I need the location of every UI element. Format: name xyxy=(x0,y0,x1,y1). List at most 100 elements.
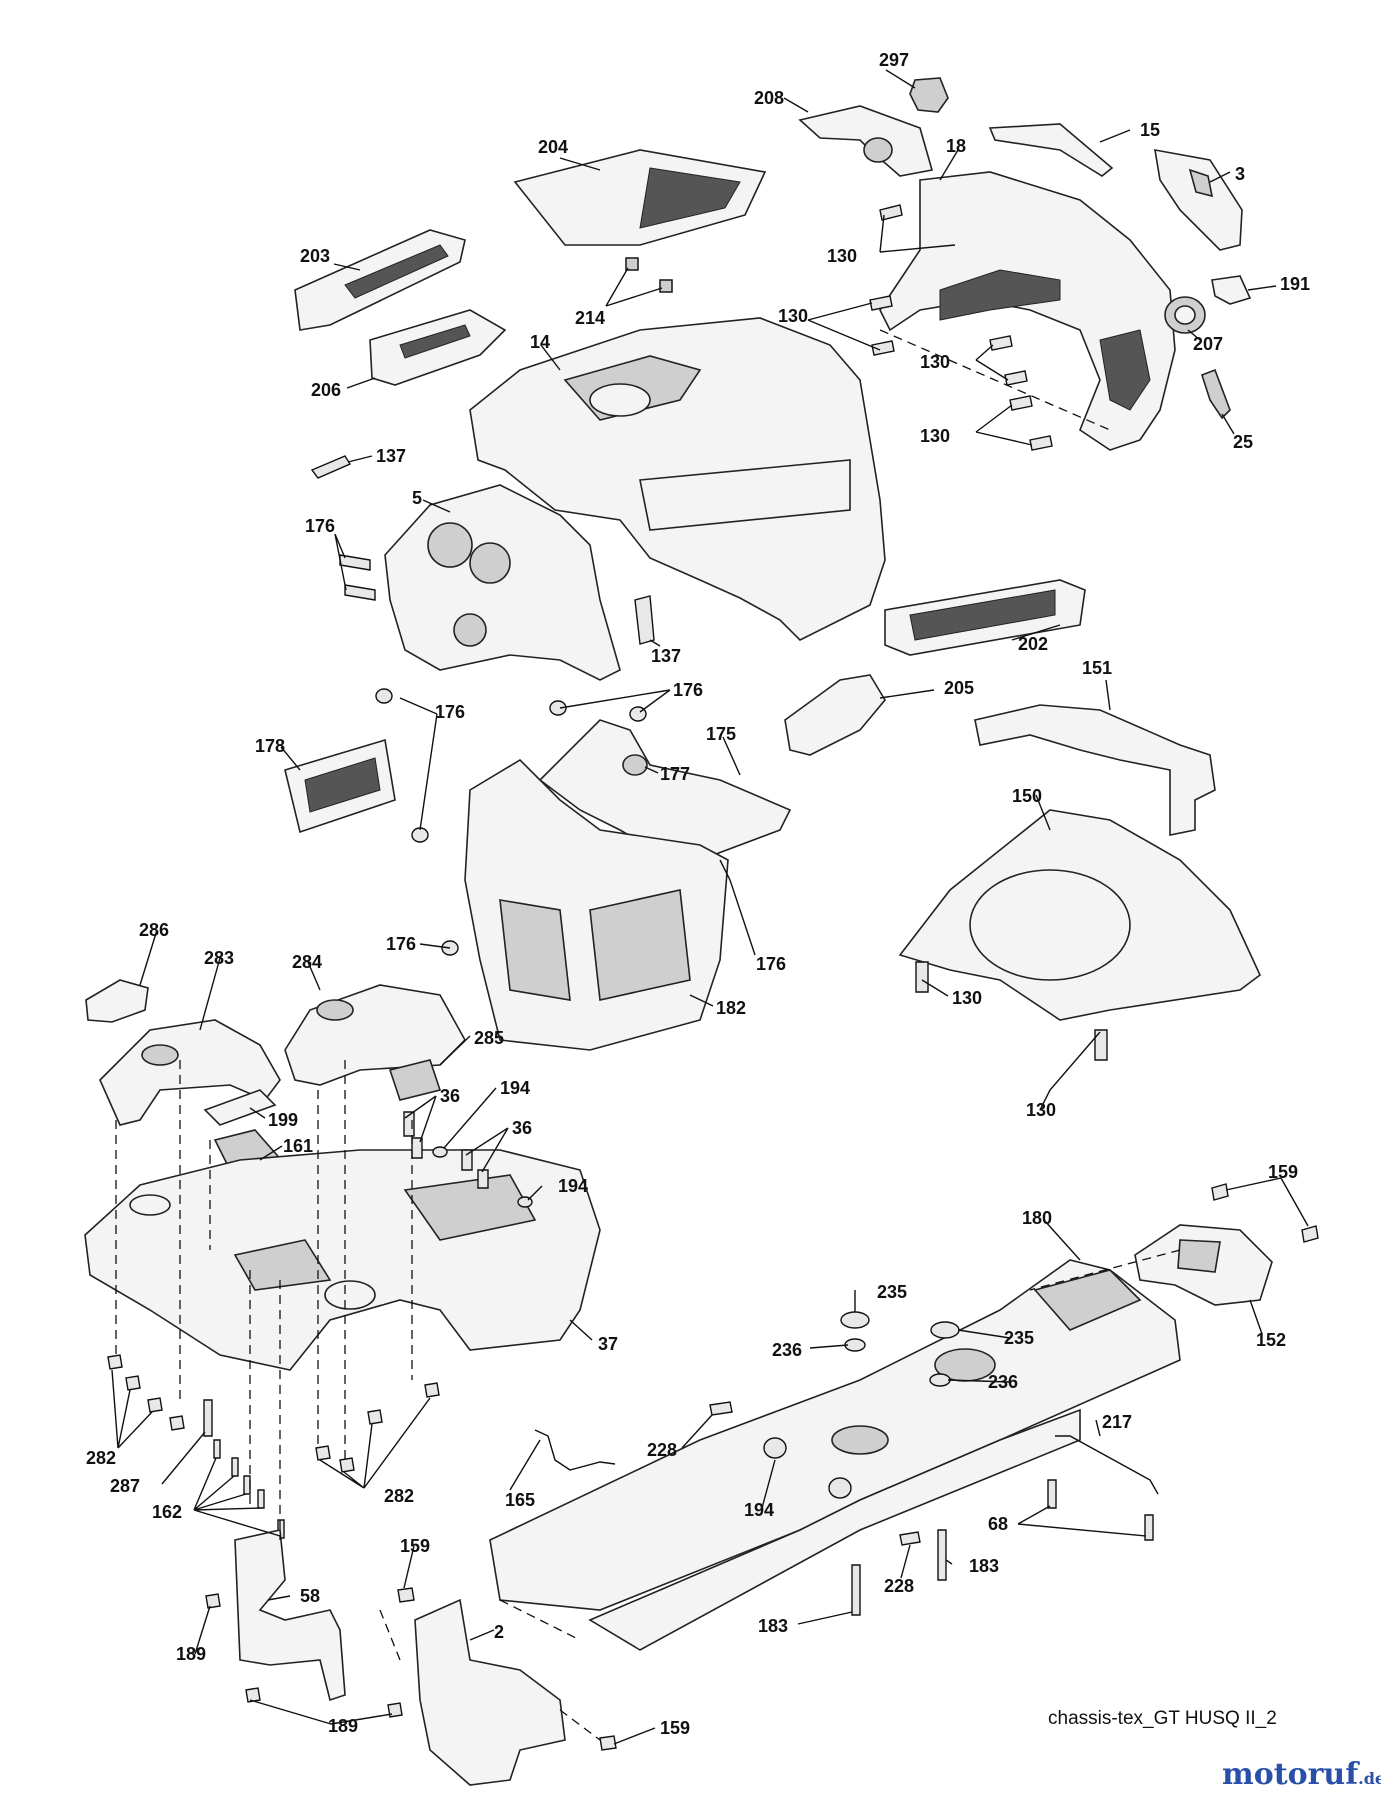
part-175-bracket xyxy=(538,719,792,861)
part-5-gauge-c xyxy=(453,613,487,647)
label-130-e: 130 xyxy=(952,988,982,1008)
label-159-a: 159 xyxy=(1268,1162,1298,1182)
part-214-clip-a xyxy=(625,257,639,271)
part-180-opening xyxy=(1033,1269,1142,1331)
label-189-b: 189 xyxy=(328,1716,358,1736)
part-151-bracket xyxy=(974,704,1216,836)
part-283-hole xyxy=(141,1044,179,1066)
label-235-b: 235 xyxy=(1004,1328,1034,1348)
part-180-frame-lower xyxy=(588,1408,1081,1651)
label-214: 214 xyxy=(575,308,605,328)
part-297-clip xyxy=(909,77,949,113)
part-194-nut-a xyxy=(432,1146,448,1158)
part-2-bracket xyxy=(414,1598,566,1786)
part-206-grille xyxy=(399,324,471,359)
part-37-opening-a xyxy=(403,1174,537,1241)
label-161: 161 xyxy=(283,1136,313,1156)
part-177-knob xyxy=(622,754,648,776)
part-204-hood xyxy=(513,149,767,246)
label-175: 175 xyxy=(706,724,736,744)
label-202: 202 xyxy=(1018,634,1048,654)
part-137a xyxy=(310,455,352,479)
part-36-bolts xyxy=(403,1111,489,1189)
label-228-b: 228 xyxy=(884,1576,914,1596)
label-2: 2 xyxy=(494,1622,504,1642)
label-3: 3 xyxy=(1235,164,1245,184)
leader-lines xyxy=(111,69,1309,1745)
part-162-screws xyxy=(213,1439,285,1539)
label-282-b: 282 xyxy=(384,1486,414,1506)
part-235-bushing-a xyxy=(840,1311,870,1329)
label-189-a: 189 xyxy=(176,1644,206,1664)
part-37-opening-b xyxy=(233,1239,332,1291)
part-287-screw xyxy=(203,1399,213,1437)
part-284-cover xyxy=(284,984,466,1086)
part-194-nut-d xyxy=(828,1477,852,1499)
label-180: 180 xyxy=(1022,1208,1052,1228)
part-182-slot xyxy=(499,899,571,1001)
label-286: 286 xyxy=(139,920,169,940)
part-180-hole-b xyxy=(831,1425,889,1455)
label-207: 207 xyxy=(1193,334,1223,354)
part-228-bolt-b xyxy=(899,1531,921,1546)
label-130-b: 130 xyxy=(778,306,808,326)
label-204: 204 xyxy=(538,137,568,157)
part-199 xyxy=(203,1089,277,1126)
part-labels: 297 208 15 204 18 3 130 203 214 130 191 … xyxy=(86,50,1310,1738)
label-183-a: 183 xyxy=(969,1556,999,1576)
part-194-nut-c xyxy=(763,1437,787,1459)
part-5-gauge-b xyxy=(469,542,511,584)
diagram-caption: chassis-tex_GT HUSQ II_2 xyxy=(1048,1708,1277,1729)
part-208-hole xyxy=(863,137,893,163)
label-228-a: 228 xyxy=(647,1440,677,1460)
motoruf-logo[interactable]: motoruf.de xyxy=(1222,1757,1381,1792)
label-297: 297 xyxy=(879,50,909,70)
label-194-c: 194 xyxy=(744,1500,774,1520)
label-183-b: 183 xyxy=(758,1616,788,1636)
label-137-b: 137 xyxy=(651,646,681,666)
part-3-panel xyxy=(1154,149,1243,251)
label-283: 283 xyxy=(204,948,234,968)
label-194-b: 194 xyxy=(558,1176,588,1196)
label-58: 58 xyxy=(300,1586,320,1606)
label-285: 285 xyxy=(474,1028,504,1048)
label-176-a: 176 xyxy=(305,516,335,536)
part-176-washer-b xyxy=(549,700,567,716)
part-217-rod xyxy=(1055,1435,1159,1495)
label-130-d: 130 xyxy=(920,426,950,446)
part-58-bracket xyxy=(234,1529,346,1702)
part-208-trim xyxy=(798,105,934,177)
label-68: 68 xyxy=(988,1514,1008,1534)
part-159-screws xyxy=(397,1183,1319,1751)
label-176-e: 176 xyxy=(756,954,786,974)
label-178: 178 xyxy=(255,736,285,756)
part-183-bolts xyxy=(851,1529,947,1616)
label-15: 15 xyxy=(1140,120,1160,140)
label-159-c: 159 xyxy=(660,1718,690,1738)
part-191 xyxy=(1211,275,1252,305)
label-176-b: 176 xyxy=(673,680,703,700)
label-199: 199 xyxy=(268,1110,298,1130)
part-284-hole xyxy=(316,999,354,1021)
label-282-a: 282 xyxy=(86,1448,116,1468)
part-18-nose xyxy=(879,171,1176,451)
label-162: 162 xyxy=(152,1502,182,1522)
label-194-a: 194 xyxy=(500,1078,530,1098)
label-205: 205 xyxy=(944,678,974,698)
part-15-strip xyxy=(988,123,1114,177)
label-177: 177 xyxy=(660,764,690,784)
label-176-c: 176 xyxy=(435,702,465,722)
label-176-d: 176 xyxy=(386,934,416,954)
dashed-assembly-lines xyxy=(115,329,1181,1741)
label-130-a: 130 xyxy=(827,246,857,266)
label-130-f: 130 xyxy=(1026,1100,1056,1120)
part-130-bolt-f xyxy=(1094,1029,1108,1061)
label-25: 25 xyxy=(1233,432,1253,452)
part-282-clips-left xyxy=(107,1354,185,1431)
label-150: 150 xyxy=(1012,786,1042,806)
label-165: 165 xyxy=(505,1490,535,1510)
part-165-rod xyxy=(534,1429,616,1471)
label-236-a: 236 xyxy=(772,1340,802,1360)
label-152: 152 xyxy=(1256,1330,1286,1350)
label-236-b: 236 xyxy=(988,1372,1018,1392)
